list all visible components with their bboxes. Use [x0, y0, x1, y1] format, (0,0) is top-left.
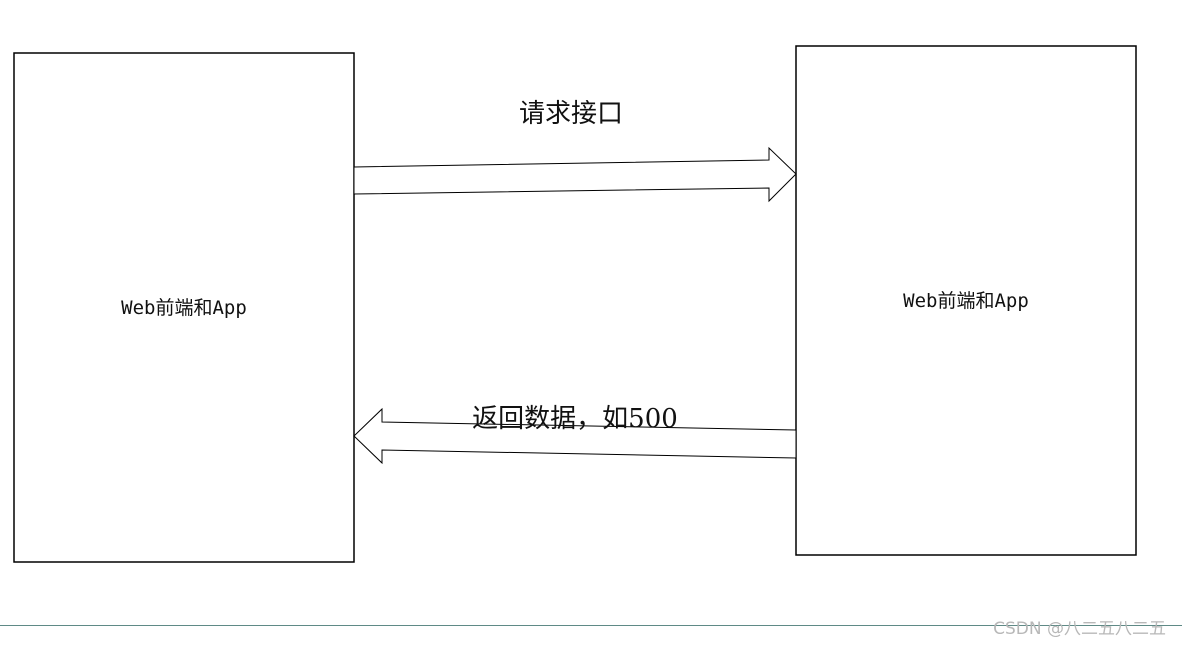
- right-box-label: Web前端和App: [903, 290, 1029, 312]
- left-box: [13, 52, 355, 563]
- request-arrow-label: 请求接口: [519, 99, 623, 129]
- left-box-label: Web前端和App: [121, 297, 247, 319]
- right-box: [795, 45, 1137, 556]
- response-arrow: [353, 407, 797, 465]
- request-arrow: [353, 146, 797, 203]
- watermark: CSDN @八二五八二五: [993, 619, 1166, 639]
- response-arrow-label: 返回数据，如500: [472, 404, 678, 434]
